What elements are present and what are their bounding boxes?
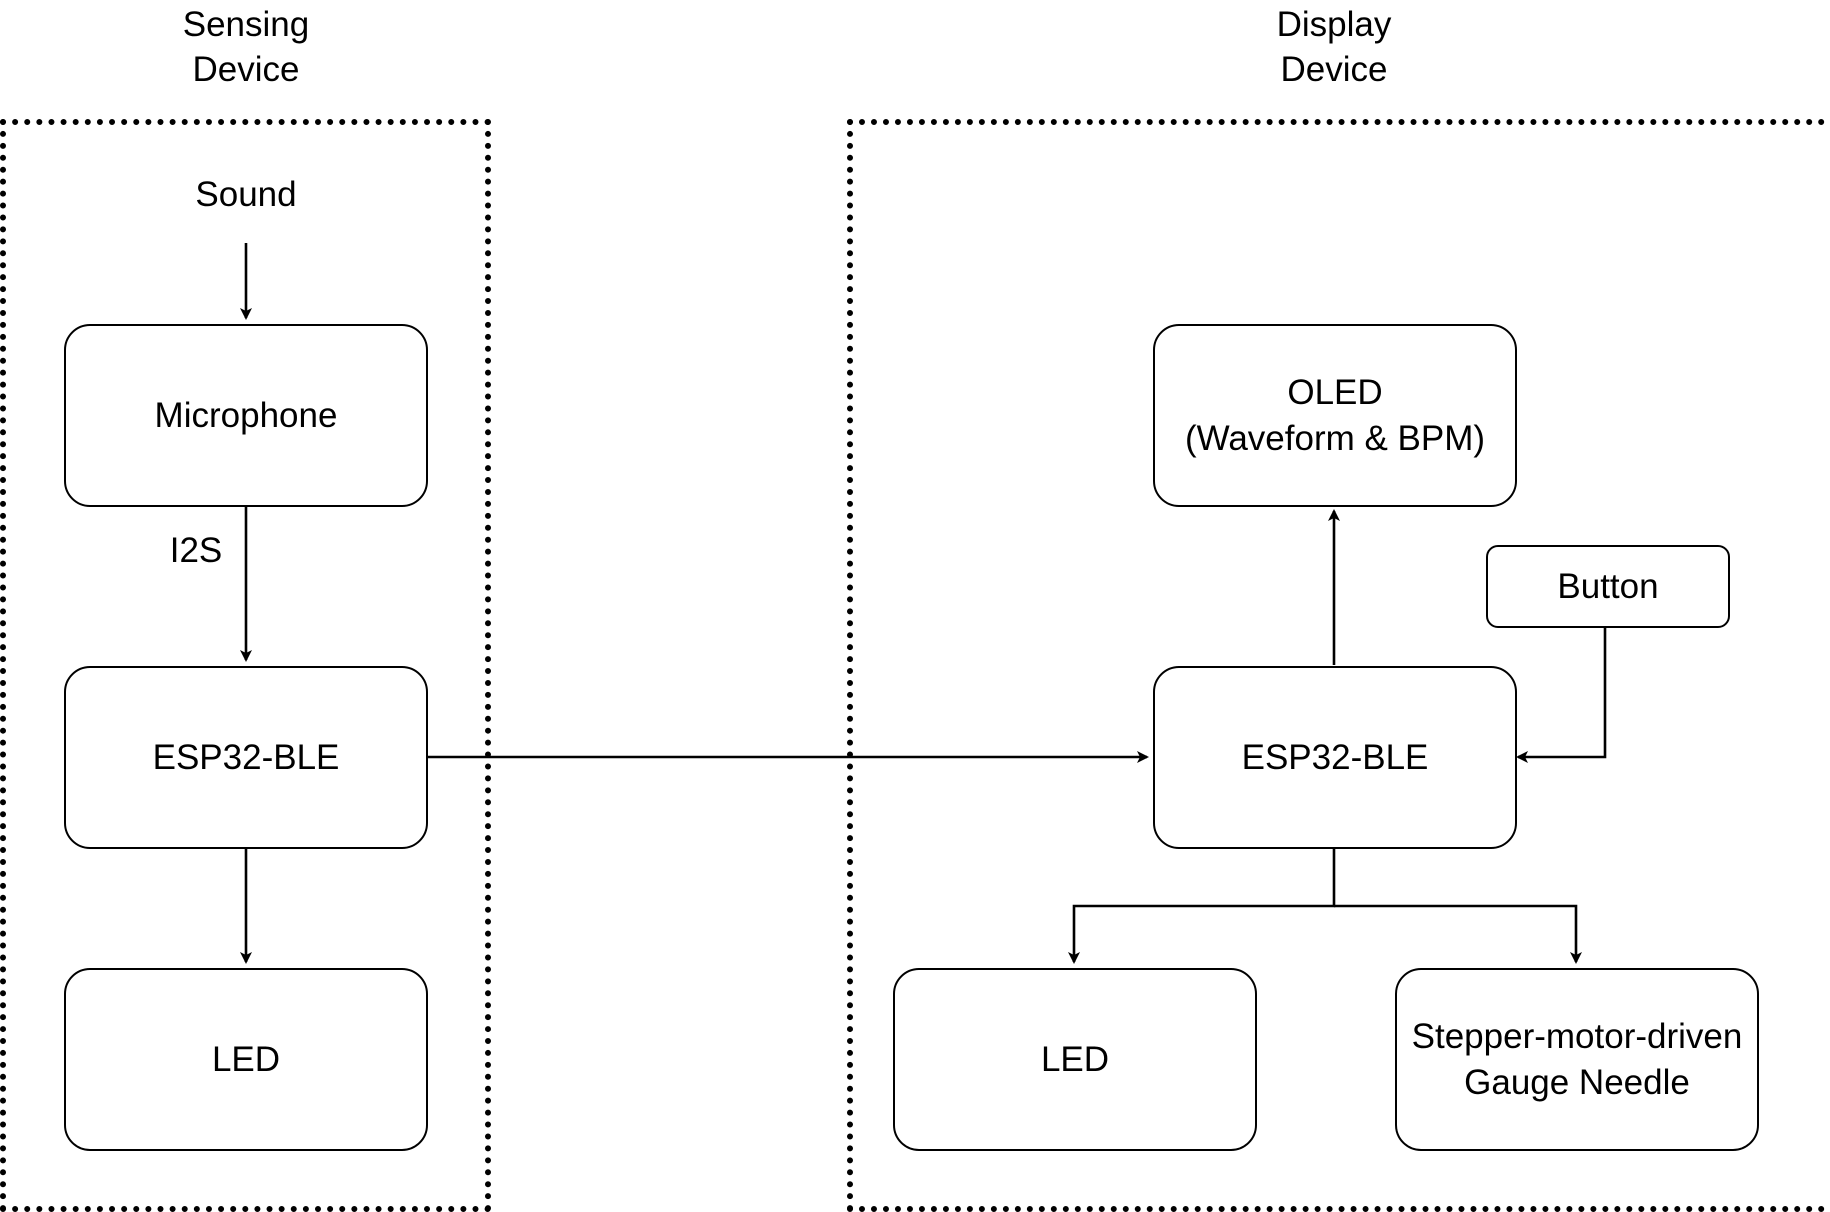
oled-block: OLED (Waveform & BPM)	[1153, 324, 1517, 507]
display-device-title: Display Device	[1276, 5, 1392, 89]
i2s-link-label: I2S	[169, 531, 223, 570]
arrow-esp32-to-gauge	[1334, 904, 1582, 964]
display-led-block: LED	[893, 968, 1257, 1151]
sensing-device-title: Sensing Device	[182, 5, 310, 89]
gauge-needle-block: Stepper-motor-driven Gauge Needle	[1395, 968, 1759, 1151]
sound-input-label: Sound	[195, 175, 297, 214]
microphone-block: Microphone	[64, 324, 428, 507]
sensing-esp32-block: ESP32-BLE	[64, 666, 428, 849]
sensing-led-block: LED	[64, 968, 428, 1151]
display-esp32-block: ESP32-BLE	[1153, 666, 1517, 849]
arrow-esp32-to-display-led	[1068, 848, 1336, 964]
button-block: Button	[1486, 545, 1730, 628]
arrow-button-to-esp32	[1516, 627, 1607, 763]
